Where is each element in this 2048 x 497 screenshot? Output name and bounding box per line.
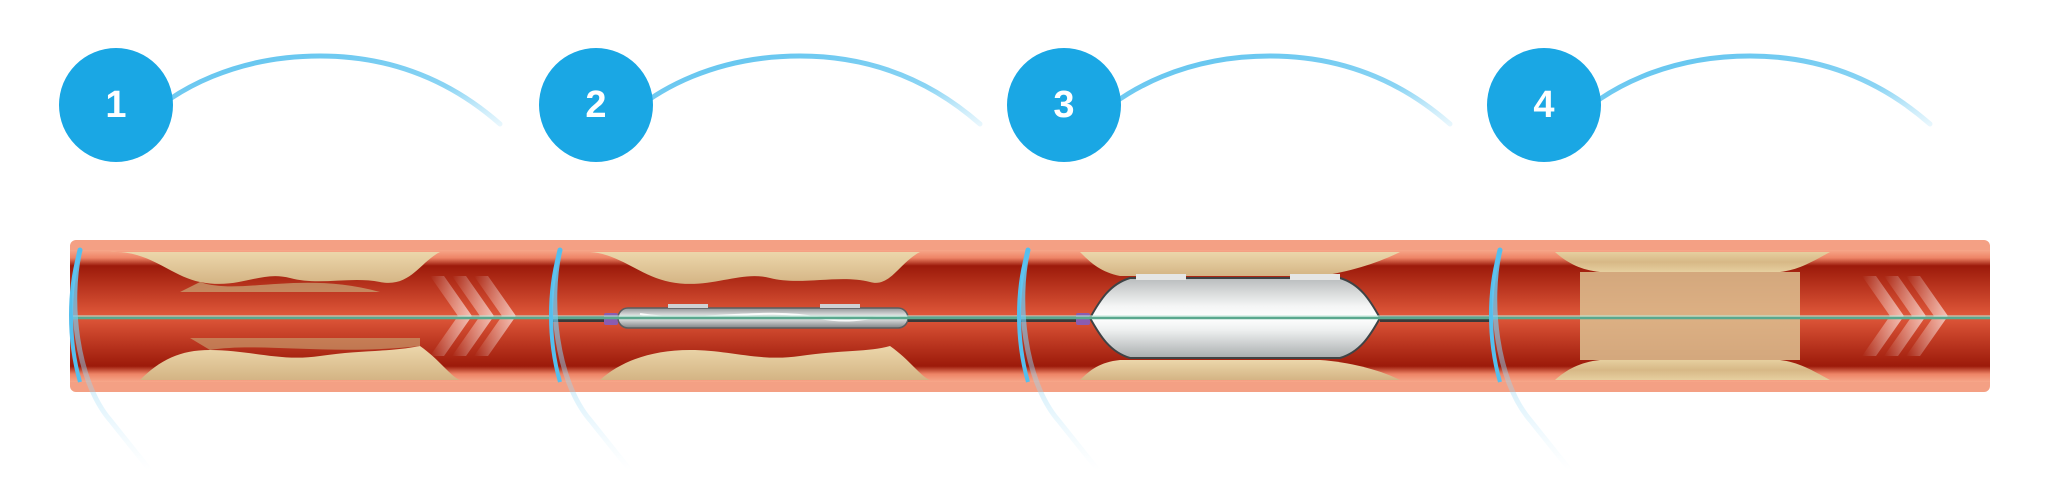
step-number-1: 1 xyxy=(105,84,127,126)
lens-ring-2 xyxy=(595,53,983,151)
plaque-lower xyxy=(600,346,930,380)
lens-ring-1 xyxy=(115,53,503,151)
lens-ring-3 xyxy=(1065,53,1453,151)
plaque-lower xyxy=(1080,360,1400,380)
step-number-4: 4 xyxy=(1533,84,1555,126)
guidewire xyxy=(70,315,1990,320)
lens-ring-1-lower xyxy=(72,247,153,473)
plaque-upper xyxy=(590,252,920,284)
plaque-upper xyxy=(1555,252,1830,272)
lens-ring-3-lower xyxy=(1020,247,1101,473)
plaque-upper xyxy=(110,251,440,284)
plaque-lower xyxy=(140,346,460,380)
step-number-2: 2 xyxy=(585,84,607,126)
step-badge-4: 4 xyxy=(1487,48,1601,162)
step-number-3: 3 xyxy=(1053,84,1075,126)
lens-ring-2-lower xyxy=(552,247,633,473)
lens-ring-4 xyxy=(1545,53,1933,151)
step-badge-3: 3 xyxy=(1007,48,1121,162)
plaque-lower xyxy=(1555,360,1830,380)
lens-ring-4-lower xyxy=(1492,247,1573,473)
step-badge-2: 2 xyxy=(539,48,653,162)
plaque-upper xyxy=(1080,252,1400,276)
step-badge-1: 1 xyxy=(59,48,173,162)
